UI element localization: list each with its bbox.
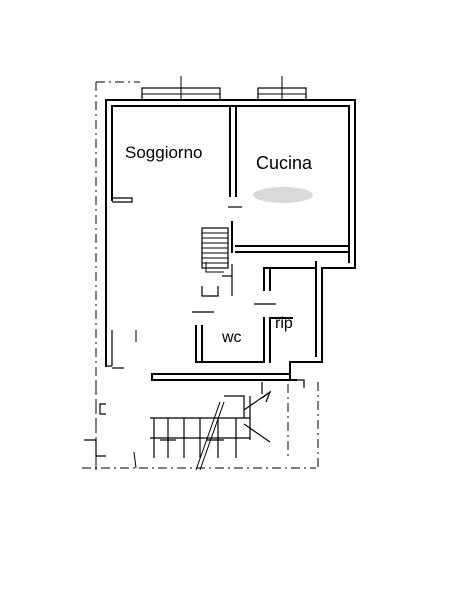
window-top-right — [257, 76, 307, 101]
staircase — [201, 227, 229, 273]
property-boundary — [82, 81, 319, 470]
interior-walls — [106, 105, 350, 367]
lower-courtyard — [84, 330, 305, 471]
room-label-soggiorno: Soggiorno — [125, 143, 203, 162]
room-label-rip: rip — [275, 315, 293, 332]
window-top-left — [141, 76, 221, 101]
room-label-wc: wc — [221, 329, 242, 346]
kitchen-stain — [253, 187, 313, 203]
room-label-cucina: Cucina — [256, 153, 313, 173]
